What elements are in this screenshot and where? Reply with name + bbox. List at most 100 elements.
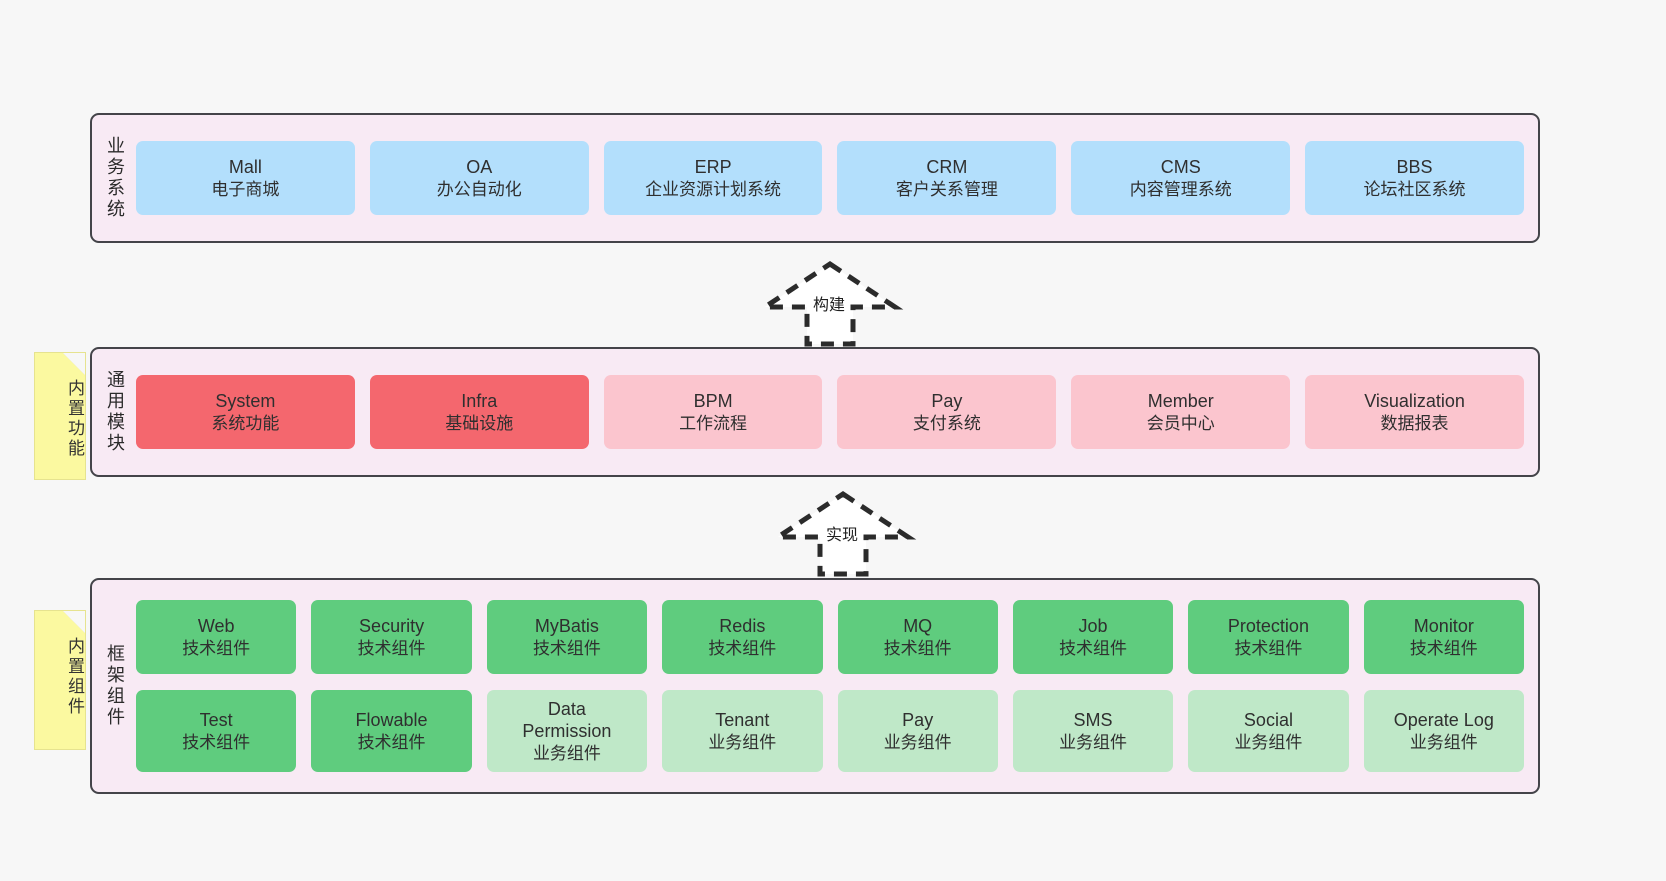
card-subtitle: 工作流程 — [679, 413, 748, 433]
card-title: OA — [466, 157, 493, 178]
layer-body-framework-components: Web 技术组件 Security 技术组件 MyBatis 技术组件 Redi… — [136, 580, 1538, 792]
card-title: BPM — [693, 391, 733, 412]
connector-build — [755, 258, 905, 348]
card-social[interactable]: Social 业务组件 — [1188, 690, 1349, 772]
card-subtitle: 技术组件 — [1059, 638, 1128, 658]
card-tenant[interactable]: Tenant 业务组件 — [662, 690, 823, 772]
card-security[interactable]: Security 技术组件 — [311, 600, 472, 674]
card-title: Mall — [228, 157, 262, 178]
card-title: Infra — [461, 391, 498, 412]
card-title: Visualization — [1364, 391, 1465, 412]
card-system[interactable]: System 系统功能 — [136, 375, 355, 449]
card-title: Pay — [902, 710, 934, 731]
layer-body-common-modules: System 系统功能 Infra 基础设施 BPM 工作流程 Pay 支付系统… — [136, 349, 1538, 475]
card-row: System 系统功能 Infra 基础设施 BPM 工作流程 Pay 支付系统… — [136, 375, 1524, 449]
card-subtitle: 业务组件 — [1234, 732, 1303, 752]
card-title: Tenant — [715, 710, 770, 731]
card-subtitle: 支付系统 — [912, 413, 981, 433]
connector-build-label: 构建 — [813, 297, 846, 314]
card-title: Job — [1078, 616, 1108, 637]
card-infra[interactable]: Infra 基础设施 — [369, 375, 589, 449]
card-data-permission[interactable]: Data Permission 业务组件 — [486, 690, 648, 772]
card-subtitle: 内容管理系统 — [1129, 179, 1232, 199]
card-title: Monitor — [1413, 616, 1474, 637]
card-title: Flowable — [355, 710, 428, 731]
card-title: SMS — [1073, 710, 1113, 731]
dashed-hollow-arrow-up-icon — [769, 491, 917, 577]
card-job[interactable]: Job 技术组件 — [1012, 600, 1174, 674]
card-title: MQ — [903, 616, 933, 637]
card-title: Security — [359, 616, 425, 637]
card-subtitle: 电子商城 — [211, 179, 280, 199]
card-title: Data Permission — [522, 698, 612, 742]
card-subtitle: 业务组件 — [883, 732, 952, 752]
card-flowable[interactable]: Flowable 技术组件 — [311, 690, 472, 772]
card-title: CMS — [1160, 157, 1201, 178]
card-mall[interactable]: Mall 电子商城 — [136, 141, 355, 215]
card-erp[interactable]: ERP 企业资源计划系统 — [603, 141, 823, 215]
card-title: ERP — [694, 157, 732, 178]
card-subtitle: 技术组件 — [357, 638, 426, 658]
card-mybatis[interactable]: MyBatis 技术组件 — [486, 600, 648, 674]
card-subtitle: 技术组件 — [182, 732, 251, 752]
card-subtitle: 技术组件 — [357, 732, 426, 752]
card-member[interactable]: Member 会员中心 — [1071, 375, 1291, 449]
card-subtitle: 技术组件 — [182, 638, 251, 658]
card-row: Mall 电子商城 OA 办公自动化 ERP 企业资源计划系统 CRM 客户关系… — [136, 141, 1524, 215]
card-operate-log[interactable]: Operate Log 业务组件 — [1363, 690, 1524, 772]
card-title: MyBatis — [534, 616, 599, 637]
card-visualization[interactable]: Visualization 数据报表 — [1305, 375, 1524, 449]
card-subtitle: 业务组件 — [1059, 732, 1128, 752]
card-title: Pay — [931, 391, 963, 412]
card-title: Test — [199, 710, 233, 731]
connector-implement-label: 实现 — [826, 527, 859, 544]
dashed-hollow-arrow-up-icon — [756, 261, 904, 347]
card-title: Member — [1147, 391, 1214, 412]
card-crm[interactable]: CRM 客户关系管理 — [837, 141, 1057, 215]
card-bbs[interactable]: BBS 论坛社区系统 — [1305, 141, 1524, 215]
card-subtitle: 基础设施 — [445, 413, 514, 433]
card-subtitle: 办公自动化 — [436, 179, 522, 199]
card-sms[interactable]: SMS 业务组件 — [1012, 690, 1174, 772]
card-mq[interactable]: MQ 技术组件 — [837, 600, 998, 674]
card-title: Operate Log — [1393, 710, 1494, 731]
card-subtitle: 技术组件 — [1409, 638, 1478, 658]
card-pay[interactable]: Pay 支付系统 — [837, 375, 1057, 449]
layer-title-text: 框架组件 — [104, 644, 125, 728]
card-subtitle: 业务组件 — [708, 732, 777, 752]
connector-implement — [768, 488, 918, 578]
card-subtitle: 技术组件 — [883, 638, 952, 658]
card-cms[interactable]: CMS 内容管理系统 — [1071, 141, 1291, 215]
card-title: Redis — [719, 616, 766, 637]
layer-business-systems: 业务系统 Mall 电子商城 OA 办公自动化 ERP 企业资源计划系统 CRM — [90, 113, 1540, 243]
layer-title-common-modules: 通用模块 — [92, 349, 136, 475]
sticky-label: 内置功能 — [65, 379, 84, 459]
card-subtitle: 技术组件 — [708, 638, 777, 658]
card-bpm[interactable]: BPM 工作流程 — [603, 375, 823, 449]
card-subtitle: 业务组件 — [1409, 732, 1478, 752]
sticky-label: 内置组件 — [65, 637, 84, 717]
layer-title-text: 通用模块 — [104, 370, 125, 454]
card-web[interactable]: Web 技术组件 — [136, 600, 297, 674]
card-title: Social — [1243, 710, 1293, 731]
layer-body-business-systems: Mall 电子商城 OA 办公自动化 ERP 企业资源计划系统 CRM 客户关系… — [136, 115, 1538, 241]
card-test[interactable]: Test 技术组件 — [136, 690, 297, 772]
layer-title-business-systems: 业务系统 — [92, 115, 136, 241]
card-subtitle: 系统功能 — [211, 413, 280, 433]
card-title: CRM — [926, 157, 968, 178]
layer-common-modules: 通用模块 System 系统功能 Infra 基础设施 BPM 工作流程 Pay — [90, 347, 1540, 477]
card-row: Test 技术组件 Flowable 技术组件 Data Permission … — [136, 690, 1524, 772]
card-redis[interactable]: Redis 技术组件 — [662, 600, 823, 674]
card-subtitle: 技术组件 — [532, 638, 601, 658]
card-protection[interactable]: Protection 技术组件 — [1188, 600, 1349, 674]
card-title: Web — [197, 616, 235, 637]
sticky-note-builtin-functions: 内置功能 — [34, 352, 86, 480]
card-oa[interactable]: OA 办公自动化 — [369, 141, 589, 215]
layer-title-framework-components: 框架组件 — [92, 580, 136, 792]
card-monitor[interactable]: Monitor 技术组件 — [1363, 600, 1524, 674]
card-row: Web 技术组件 Security 技术组件 MyBatis 技术组件 Redi… — [136, 600, 1524, 674]
layer-framework-components: 框架组件 Web 技术组件 Security 技术组件 MyBatis 技术组件… — [90, 578, 1540, 794]
card-subtitle: 论坛社区系统 — [1363, 179, 1466, 199]
card-pay-business[interactable]: Pay 业务组件 — [837, 690, 998, 772]
